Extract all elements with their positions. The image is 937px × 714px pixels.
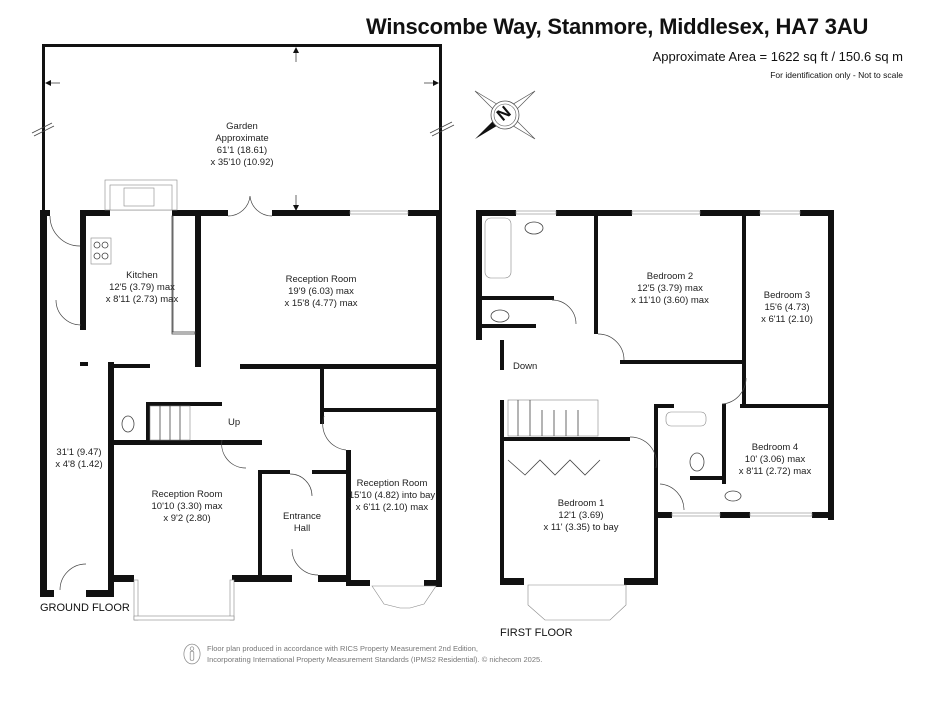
first-floor-walls (476, 210, 834, 621)
garden-label: Garden Approximate 61'1 (18.61) x 35'10 … (210, 121, 274, 168)
ground-floor-fixtures (49, 195, 347, 591)
reception-room-rear-label: Reception Room 19'9 (6.03) max x 15'8 (4… (284, 274, 358, 309)
reception-room-front-left-label: Reception Room 10'10 (3.30) max x 9'2 (2… (151, 489, 223, 524)
first-floor-fixtures (484, 217, 747, 511)
entrance-hall-label: Entrance Hall (282, 511, 322, 534)
reception-room-front-right-label: Reception Room 15'10 (4.82) into bay x 6… (348, 478, 436, 513)
rics-person-icon (183, 643, 201, 665)
stairs-up-label: Up (228, 417, 241, 428)
bedroom-4-label: Bedroom 4 10' (3.06) max x 8'11 (2.72) m… (738, 442, 812, 477)
footer-disclaimer: Floor plan produced in accordance with R… (207, 644, 543, 664)
bedroom-3-label: Bedroom 3 15'6 (4.73) x 6'11 (2.10) (761, 290, 813, 325)
stairs-down-label: Down (513, 361, 538, 372)
ground-floor-label: GROUND FLOOR (40, 602, 130, 614)
kitchen-label: Kitchen 12'5 (3.79) max x 8'11 (2.73) ma… (105, 270, 179, 305)
side-passage-label: 31'1 (9.47) x 4'8 (1.42) (55, 447, 103, 470)
bedroom-1-label: Bedroom 1 12'1 (3.69) x 11' (3.35) to ba… (543, 498, 619, 533)
property-title: Winscombe Way, Stanmore, Middlesex, HA7 … (366, 14, 869, 39)
approximate-area: Approximate Area = 1622 sq ft / 150.6 sq… (652, 49, 903, 64)
compass-rose-icon (474, 90, 536, 140)
bedroom-2-label: Bedroom 2 12'5 (3.79) max x 11'10 (3.60)… (631, 271, 709, 306)
ground-floor-walls (40, 179, 442, 621)
first-floor-label: FIRST FLOOR (500, 627, 573, 639)
scale-disclaimer: For identification only - Not to scale (770, 70, 903, 80)
garden-outline (31, 44, 455, 214)
